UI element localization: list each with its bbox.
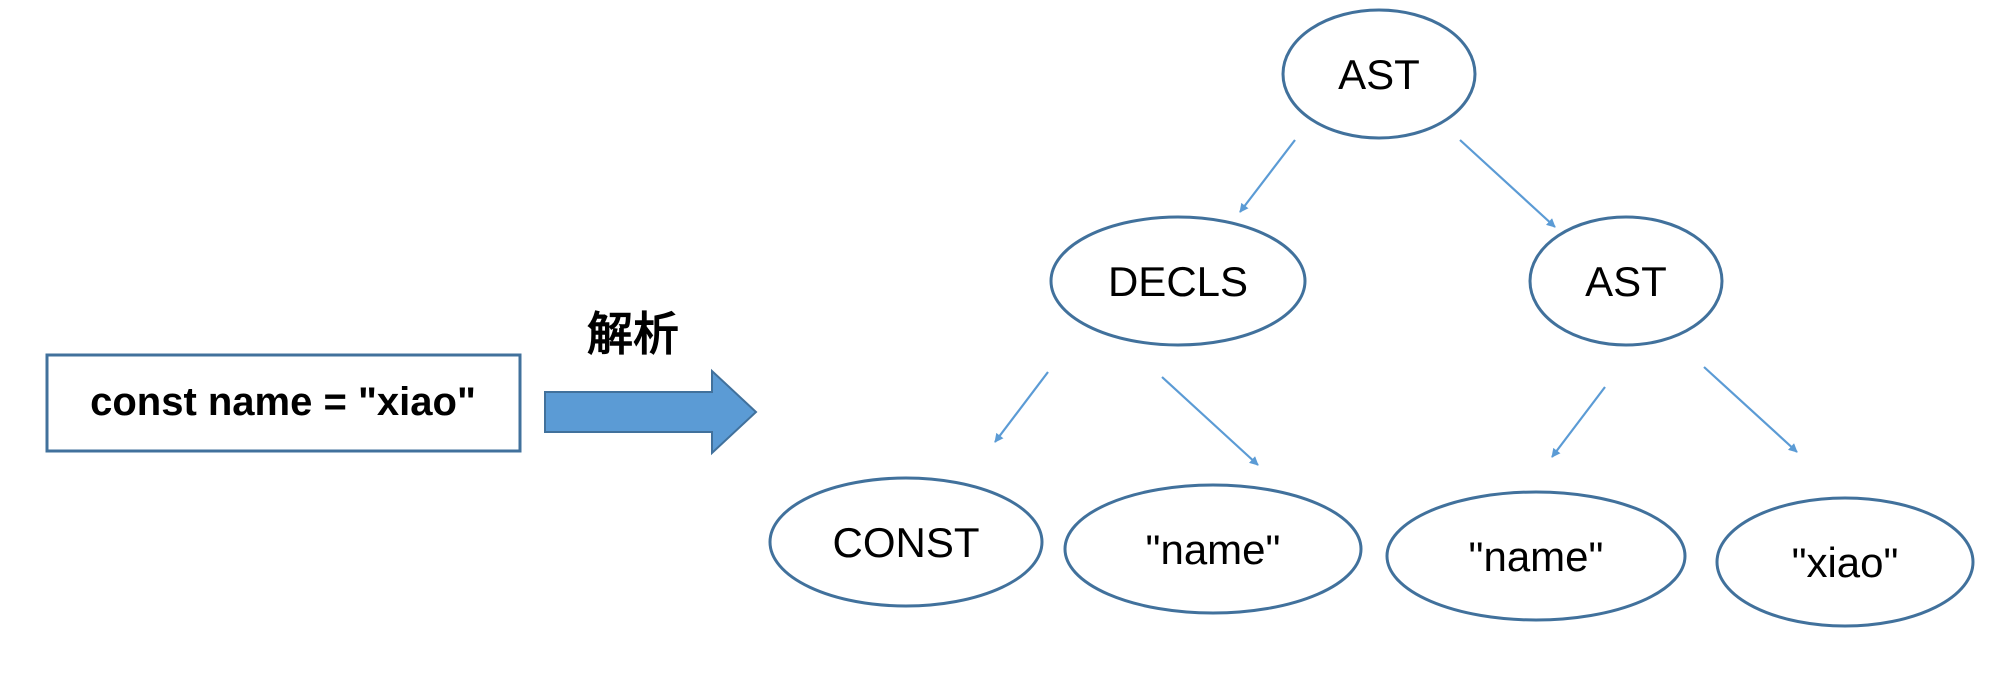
tree-leaf-name-2-label: "name" <box>1469 533 1604 580</box>
tree-leaf-name-1: "name" <box>1063 483 1363 615</box>
edge-root-to-decls <box>1239 139 1296 213</box>
source-code-box: const name = "xiao" <box>45 353 522 453</box>
tree-node-decls-label: DECLS <box>1108 258 1248 305</box>
tree-leaf-xiao: "xiao" <box>1715 496 1975 628</box>
edge-decls-to-name <box>1161 376 1259 466</box>
edge-decls-to-const <box>994 371 1049 443</box>
tree-node-ast-child-label: AST <box>1585 258 1667 305</box>
edge-root-to-ast <box>1459 139 1556 228</box>
tree-node-ast-child: AST <box>1528 215 1724 347</box>
parse-label: 解析 <box>587 307 679 361</box>
tree-leaf-const-label: CONST <box>833 519 980 566</box>
tree-node-root: AST <box>1281 8 1477 140</box>
tree-node-decls: DECLS <box>1049 215 1307 347</box>
source-code-text: const name = "xiao" <box>90 380 476 424</box>
edge-ast-to-xiao <box>1703 366 1798 453</box>
edge-ast-to-name <box>1551 386 1606 458</box>
tree-node-root-label: AST <box>1338 51 1420 98</box>
tree-leaf-xiao-label: "xiao" <box>1792 539 1899 586</box>
tree-leaf-name-2: "name" <box>1385 490 1687 622</box>
parse-arrow <box>544 368 758 456</box>
tree-leaf-name-1-label: "name" <box>1146 526 1281 573</box>
tree-leaf-const: CONST <box>768 476 1044 608</box>
